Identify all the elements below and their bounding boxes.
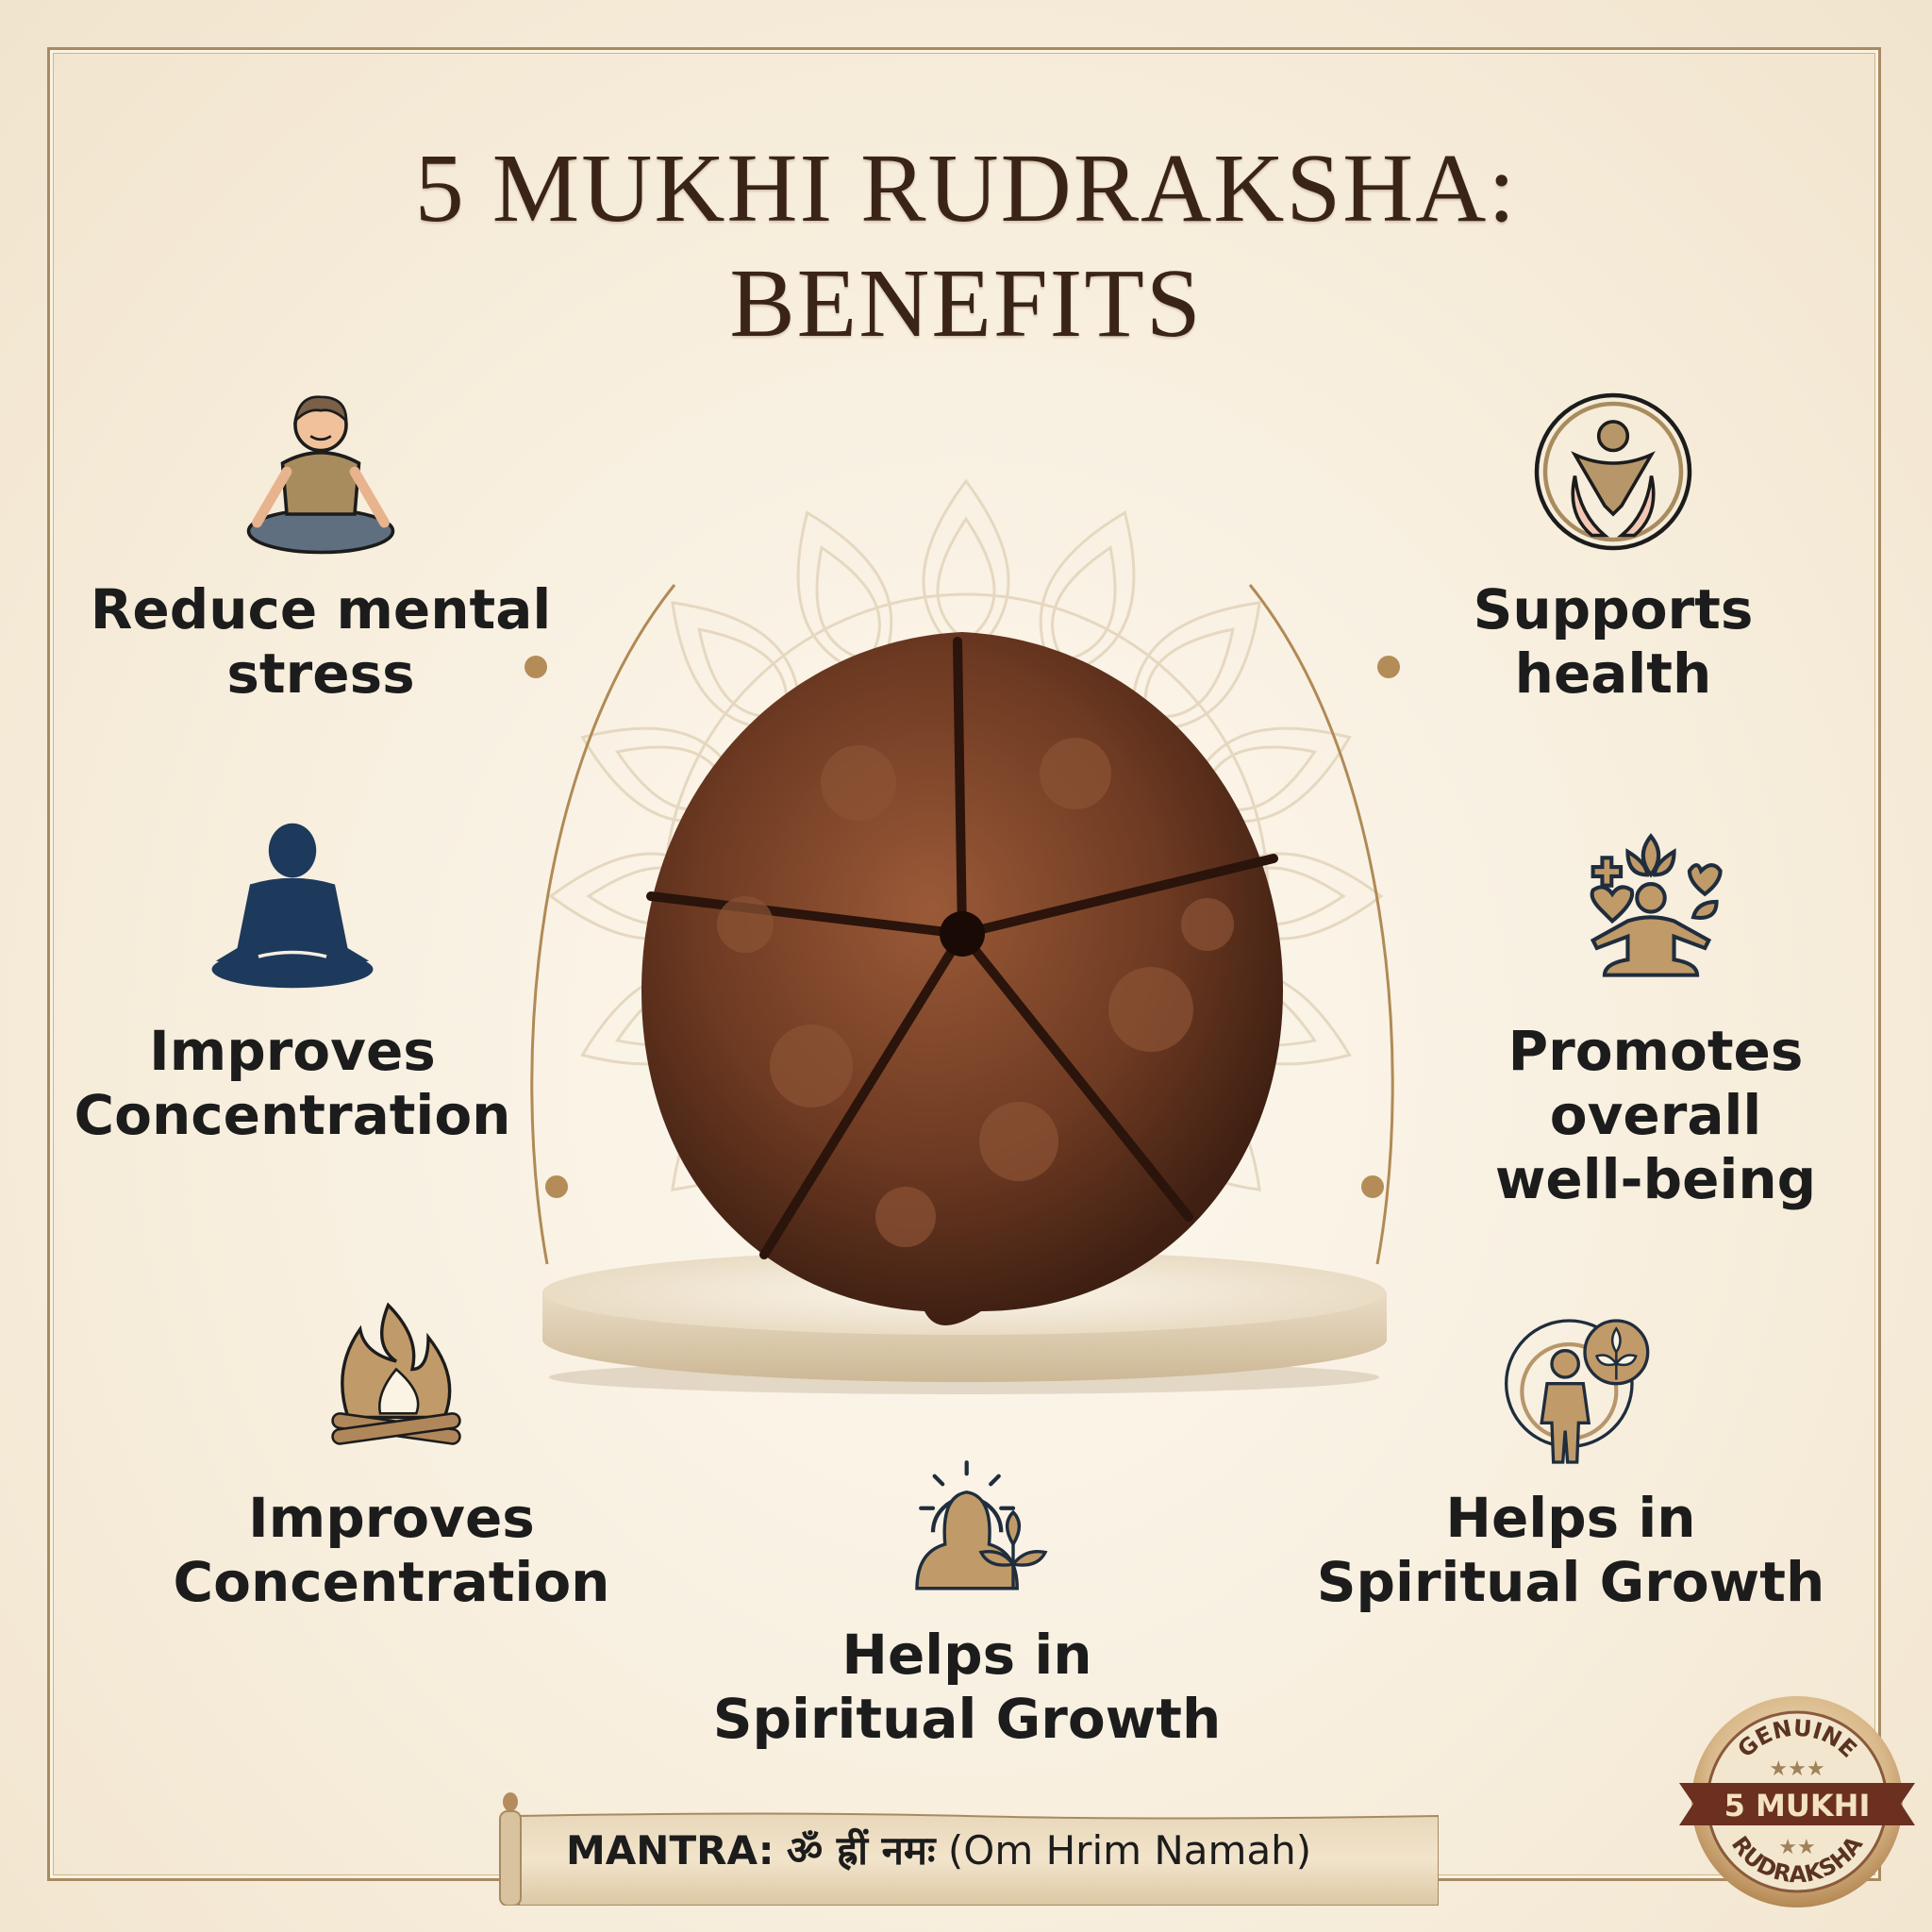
campfire-icon bbox=[331, 1302, 461, 1445]
benefit-improves-concentration-2: Improves Concentration bbox=[156, 1486, 627, 1614]
benefit-line: Spiritual Growth bbox=[712, 1687, 1222, 1751]
benefit-spiritual-growth-1: Helps in Spiritual Growth bbox=[708, 1623, 1226, 1751]
page-title-line1: 5 MUKHI RUDRAKSHA: bbox=[414, 134, 1518, 242]
mantra-sanskrit: ॐ ह्रीं नमः bbox=[786, 1827, 936, 1874]
svg-text:★★: ★★ bbox=[1778, 1835, 1815, 1858]
benefit-line: Spiritual Growth bbox=[1316, 1550, 1825, 1614]
person-growth-leaf-icon bbox=[1505, 1319, 1650, 1464]
mantra-line: MANTRA: ॐ ह्रीं नमः (Om Hrim Namah) bbox=[566, 1823, 1311, 1876]
benefit-promotes-well-being: Promotes overall well-being bbox=[1420, 1019, 1891, 1211]
page-title-line2: BENEFITS bbox=[729, 249, 1203, 358]
benefit-line: well-being bbox=[1494, 1147, 1817, 1211]
benefit-line: Improves bbox=[149, 1019, 436, 1083]
hands-holding-person-icon bbox=[1534, 392, 1692, 551]
benefit-line: Improves bbox=[248, 1486, 535, 1550]
benefit-reduce-stress: Reduce mental stress bbox=[85, 577, 557, 706]
benefit-line: Reduce mental bbox=[90, 577, 552, 641]
benefit-improves-concentration-1: Improves Concentration bbox=[57, 1019, 528, 1147]
benefit-line: stress bbox=[226, 641, 415, 706]
benefit-supports-health: Supports health bbox=[1377, 577, 1849, 706]
mantra-transliteration: (Om Hrim Namah) bbox=[947, 1827, 1312, 1874]
genuine-seal-badge: GENUINE RUDRAKSHA ★★★ ★★ 5 MUKHI bbox=[1679, 1696, 1915, 1907]
benefit-line: Concentration bbox=[173, 1550, 610, 1614]
benefit-line: Helps in bbox=[1445, 1486, 1696, 1550]
enlightened-person-plant-icon bbox=[915, 1460, 1048, 1591]
mantra-label: MANTRA: bbox=[566, 1827, 774, 1874]
svg-text:5 MUKHI: 5 MUKHI bbox=[1724, 1788, 1871, 1824]
mantra-scroll-banner bbox=[499, 1792, 1439, 1906]
meditating-person-color-icon bbox=[246, 395, 395, 555]
wellbeing-meditation-icon bbox=[1590, 833, 1723, 977]
svg-text:★★★: ★★★ bbox=[1769, 1757, 1824, 1780]
gold-arc-decoration bbox=[525, 584, 1400, 1265]
rudraksha-bead-image bbox=[641, 632, 1283, 1325]
benefit-line: Supports bbox=[1473, 577, 1754, 641]
meditation-silhouette-icon bbox=[211, 823, 374, 989]
benefit-spiritual-growth-2: Helps in Spiritual Growth bbox=[1307, 1486, 1835, 1614]
benefit-line: Helps in bbox=[841, 1623, 1092, 1687]
benefit-line: health bbox=[1514, 641, 1712, 706]
benefit-line: Concentration bbox=[74, 1083, 511, 1147]
benefit-line: overall bbox=[1549, 1083, 1762, 1147]
benefit-line: Promotes bbox=[1507, 1019, 1804, 1083]
